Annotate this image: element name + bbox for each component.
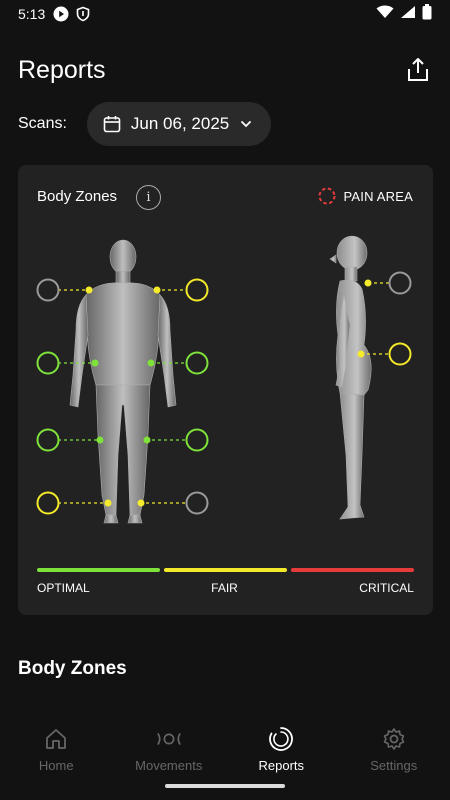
chevron-down-icon [241, 121, 252, 128]
scan-date: Jun 06, 2025 [130, 114, 230, 133]
share-button[interactable] [404, 56, 432, 84]
wifi-icon [376, 5, 394, 24]
home-icon [43, 726, 69, 752]
scale-label-fair: FAIR [211, 581, 238, 595]
zone-marker [91, 359, 99, 367]
zone-ring-front-shoulder-right[interactable] [185, 278, 209, 302]
zone-marker [147, 359, 155, 367]
gear-icon [381, 726, 407, 752]
nav-label-reports: Reports [258, 758, 305, 773]
side-body-figure [329, 235, 372, 520]
pain-area-icon [318, 187, 336, 205]
scale-label-critical: CRITICAL [359, 581, 414, 595]
nav-item-reports[interactable]: Reports [225, 716, 338, 800]
battery-icon [422, 3, 432, 25]
zone-ring-front-hip-left[interactable] [36, 351, 60, 375]
zone-connectors [58, 282, 390, 504]
home-indicator[interactable] [165, 784, 285, 788]
zone-ring-front-hip-right[interactable] [185, 351, 209, 375]
zone-marker [143, 436, 151, 444]
zone-ring-front-knee-left[interactable] [36, 428, 60, 452]
scale-label-optimal: OPTIMAL [37, 581, 90, 595]
body-zones-figure [36, 235, 412, 524]
nav-item-settings[interactable]: Settings [338, 716, 450, 800]
zone-ring-front-shoulder-left[interactable] [36, 278, 60, 302]
front-body-figure [69, 239, 177, 524]
zone-marker [364, 279, 372, 287]
shield-icon [75, 6, 91, 22]
scale-labels: OPTIMAL FAIR CRITICAL [37, 581, 414, 595]
pain-area-label: PAIN AREA [343, 188, 413, 204]
status-scale [37, 568, 414, 572]
movements-icon [156, 726, 182, 752]
header: Reports [18, 50, 432, 90]
zone-marker [96, 436, 104, 444]
nav-label-home: Home [38, 758, 74, 773]
status-bar: 5:13 [0, 0, 450, 28]
scans-label: Scans: [18, 115, 67, 132]
zone-marker [85, 286, 93, 294]
page-title: Reports [18, 55, 106, 84]
zone-ring-side-hip[interactable] [388, 342, 412, 366]
nav-label-settings: Settings [370, 758, 418, 773]
signal-icon [400, 5, 416, 24]
zone-marker [357, 350, 365, 358]
zone-marker [104, 499, 112, 507]
zone-ring-front-ankle-left[interactable] [36, 491, 60, 515]
scale-fair [164, 568, 287, 572]
scans-row: Scans: Jun 06, 2025 [18, 102, 272, 146]
nav-item-movements[interactable]: Movements [113, 716, 226, 800]
scale-critical [291, 568, 414, 572]
status-time: 5:13 [18, 6, 46, 22]
nav-label-movements: Movements [135, 758, 203, 773]
media-play-icon [53, 6, 69, 22]
info-icon: i [146, 190, 151, 205]
section-title: Body Zones [18, 658, 127, 679]
zone-marker [137, 499, 145, 507]
card-title: Body Zones [37, 188, 118, 205]
pain-area-legend: PAIN AREA [318, 187, 413, 205]
status-icons [376, 3, 432, 25]
info-button[interactable]: i [136, 185, 161, 210]
zone-ring-side-shoulder[interactable] [388, 271, 412, 295]
zone-ring-front-knee-right[interactable] [185, 428, 209, 452]
zone-marker [153, 286, 161, 294]
scan-date-selector[interactable]: Jun 06, 2025 [86, 102, 272, 146]
scale-optimal [37, 568, 160, 572]
calendar-icon [103, 116, 121, 133]
share-icon [408, 58, 428, 81]
nav-item-home[interactable]: Home [0, 716, 113, 800]
zone-ring-front-ankle-right[interactable] [185, 491, 209, 515]
reports-icon [268, 726, 294, 752]
body-zones-card: Body Zones i PAIN AREA [18, 165, 433, 615]
